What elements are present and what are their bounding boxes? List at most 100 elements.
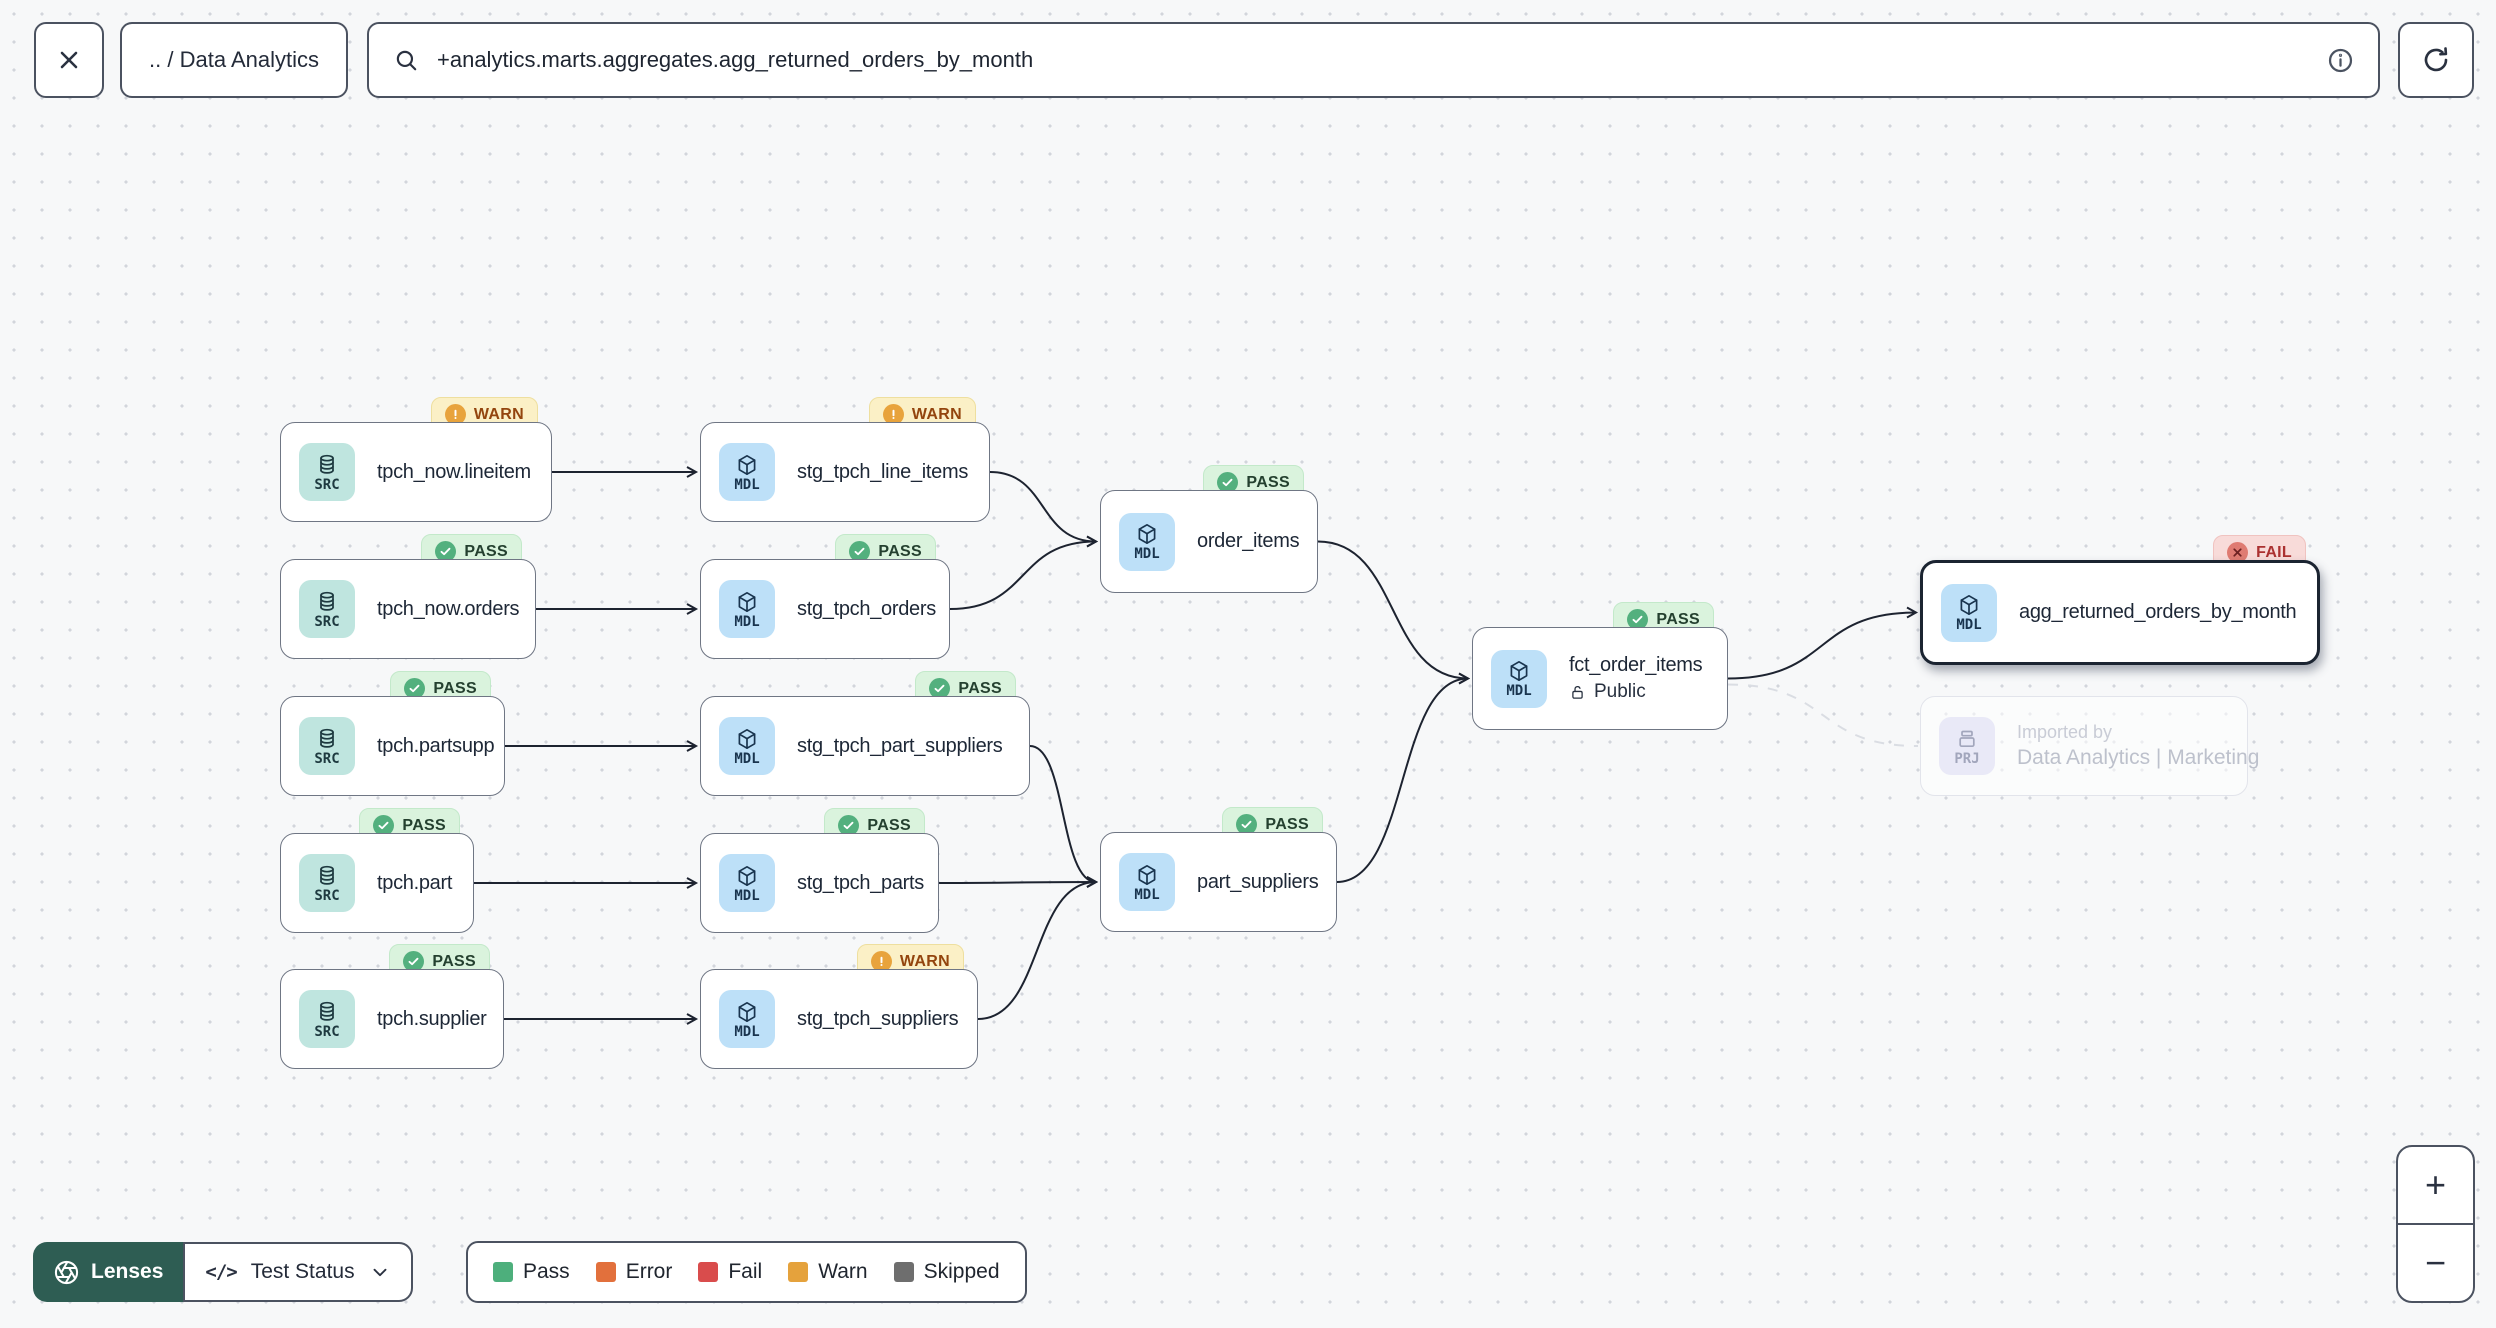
status-badge-label: PASS [867,816,911,834]
legend-item-skipped: Skipped [893,1260,1000,1284]
mdl-chip: MDL [1119,512,1175,571]
cube-icon [738,454,756,475]
edge-stg_tpch_parts-to-part_suppliers [938,876,1099,888]
status-dot-icon [1236,814,1258,835]
chip-type-label: MDL [734,1023,760,1040]
status-badge-label: WARN [473,405,524,423]
status-dot-icon [1217,472,1239,493]
plus-icon: + [2424,1164,2447,1205]
cube-icon [738,1001,756,1022]
node-label: tpch.supplier [377,1007,487,1030]
status-dot-icon [2227,542,2249,563]
mdl-chip: MDL [1941,583,1997,642]
cube-icon [738,865,756,886]
edge-stg_tpch_orders-to-order_items [949,535,1099,610]
node-label: tpch.part [377,871,453,894]
node-label: stg_tpch_line_items [797,460,969,483]
node-box: SRC tpch_now.orders [280,559,536,659]
close-button[interactable] [34,22,104,98]
chip-type-label: MDL [734,476,760,493]
status-badge-label: PASS [1656,610,1700,628]
status-dot-icon [403,951,425,972]
node-stg_tpch_orders[interactable]: PASS MDL stg_tpch_orders [700,534,950,659]
chip-type-label: MDL [1956,617,1982,633]
edge-order_items-to-fct_order_items [1317,540,1471,685]
status-dot-icon [444,404,466,425]
zoom-in-button[interactable]: + [2398,1147,2473,1225]
node-stg_tpch_line_items[interactable]: WARN MDL stg_tpch_line_items [700,397,990,522]
status-badge-label: WARN [911,405,962,423]
search-input[interactable] [437,47,2309,73]
chip-type-label: MDL [1134,886,1160,903]
node-box: MDL order_items [1100,490,1318,593]
zoom-out-button[interactable]: − [2398,1225,2473,1301]
node-label: tpch_now.orders [377,597,520,620]
status-dot-icon [373,815,395,836]
database-icon [320,454,334,474]
edge-stg_tpch_line_items-to-order_items [989,471,1099,548]
chip-type-label: SRC [314,1023,340,1040]
lens-selector[interactable]: </> Test Status [183,1242,413,1302]
refresh-button[interactable] [2398,22,2474,98]
chip-type-label: MDL [734,750,760,767]
close-icon [60,51,78,69]
access-label: Public [1594,681,1646,702]
legend-swatch [493,1262,513,1282]
chip-type-label: MDL [734,613,760,630]
chip-type-label: SRC [314,476,340,493]
node-tpch_part[interactable]: PASS SRC tpch.part [280,808,474,933]
search-bar[interactable] [367,22,2380,98]
node-tpch_partsupp[interactable]: PASS SRC tpch.partsupp [280,671,505,796]
mdl-chip: MDL [719,443,775,501]
lenses-button[interactable]: Lenses [33,1242,184,1302]
node-label: tpch.partsupp [377,734,495,757]
mdl-chip: MDL [719,854,775,912]
node-agg_returned_orders_by_month[interactable]: FAIL MDL agg_returned_orders_by_month [1920,535,2320,665]
node-part_suppliers[interactable]: PASS MDL part_suppliers [1100,807,1337,932]
legend-item-fail: Fail [698,1260,762,1284]
node-stg_tpch_part_suppliers[interactable]: PASS MDL stg_tpch_part_suppliers [700,671,1030,796]
src-chip: SRC [299,990,355,1048]
info-icon[interactable] [2327,47,2354,74]
status-dot-icon [929,678,951,699]
database-icon [320,865,334,885]
mdl-chip: MDL [719,717,775,775]
access-row: Public [1569,681,1702,703]
src-chip: SRC [299,854,355,912]
node-tpch_now_orders[interactable]: PASS SRC tpch_now.orders [280,534,536,659]
imported-by-label: Imported by [2017,722,2113,742]
edge-part_suppliers-to-fct_order_items [1336,672,1471,883]
node-tpch_supplier[interactable]: PASS SRC tpch.supplier [280,944,504,1069]
node-order_items[interactable]: PASS MDL order_items [1100,465,1318,593]
search-icon [396,50,417,71]
node-stg_tpch_suppliers[interactable]: WARN MDL stg_tpch_suppliers [700,944,978,1069]
chip-type-label: MDL [1134,546,1160,562]
node-box: MDL stg_tpch_line_items [700,422,990,522]
node-tpch_now_lineitem[interactable]: WARN SRC tpch_now.lineitem [280,397,552,522]
cube-icon [1138,864,1156,885]
status-badge-label: PASS [1265,815,1309,833]
node-box: MDL stg_tpch_parts [700,833,939,933]
chip-type-label: SRC [314,613,340,630]
minus-icon: − [2424,1242,2447,1283]
status-dot-icon [838,815,860,836]
status-badge-label: PASS [432,952,476,970]
imported-by-projects: Data Analytics | Marketing [2017,746,2260,769]
status-badge-label: WARN [899,952,950,970]
node-box: MDL stg_tpch_suppliers [700,969,978,1069]
node-stg_tpch_parts[interactable]: PASS MDL stg_tpch_parts [700,808,939,933]
refresh-icon [2424,47,2448,72]
database-icon [320,591,334,611]
zoom-control: + − [2396,1145,2475,1303]
aperture-icon [54,1260,79,1284]
node-box: MDL stg_tpch_orders [700,559,950,659]
mdl-chip: MDL [1119,853,1175,911]
breadcrumb[interactable]: .. / Data Analytics [120,22,348,98]
node-label: fct_order_items [1569,654,1703,676]
